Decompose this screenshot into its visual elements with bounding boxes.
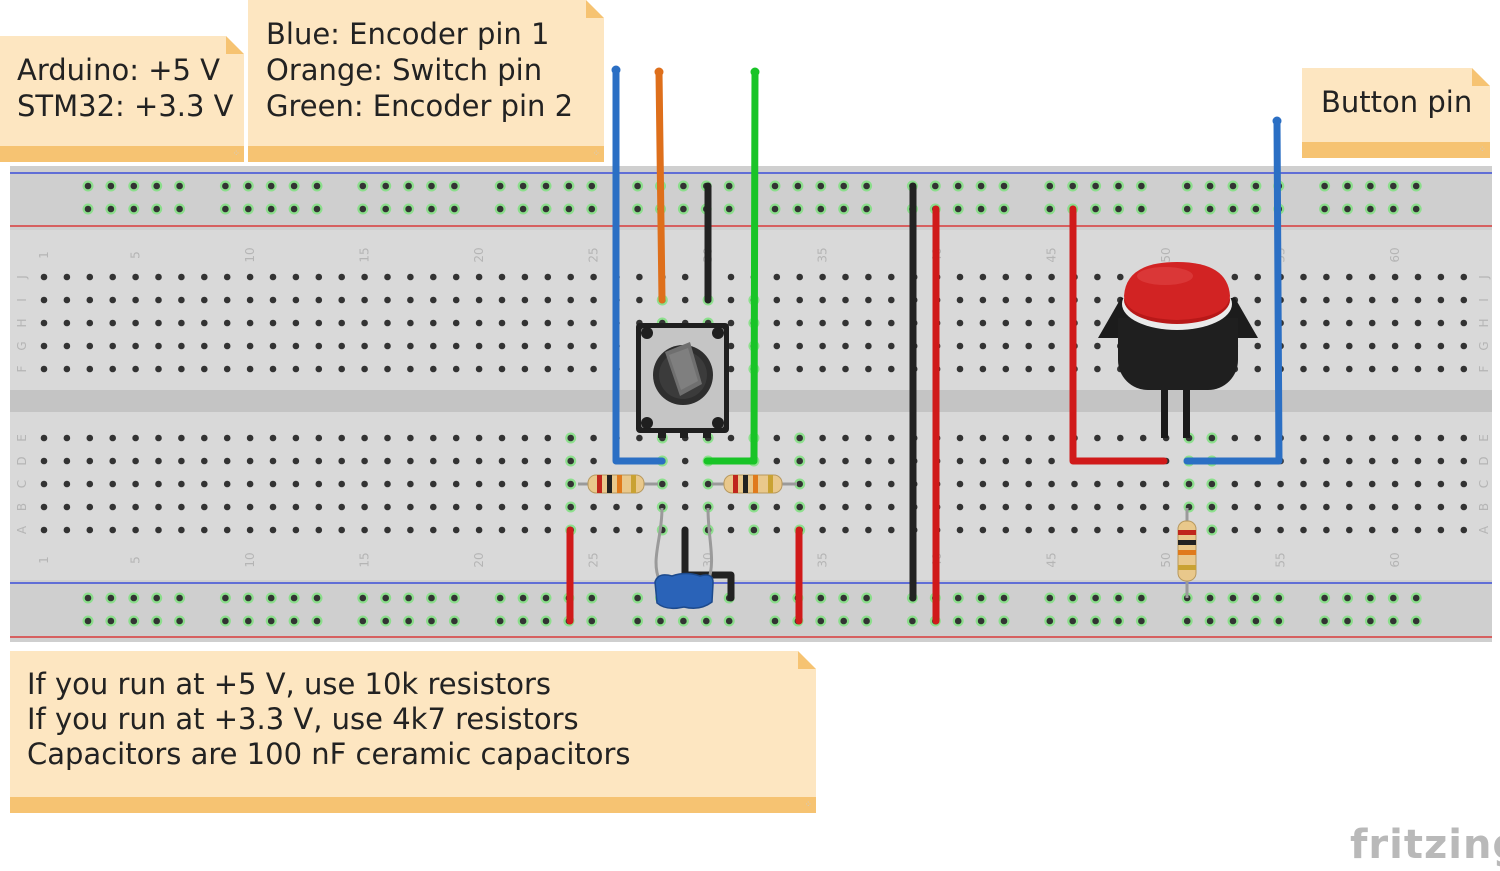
note-line-stm32: STM32: +3.3 V <box>17 89 234 123</box>
note-line-capacitors: Capacitors are 100 nF ceramic capacitors <box>27 737 631 771</box>
green-wire-encoder-pin-2 <box>703 68 759 465</box>
column-number-label: 5 <box>129 251 143 259</box>
note-bar <box>1302 142 1490 158</box>
note-bar <box>0 146 244 162</box>
column-number-label: 10 <box>243 552 257 567</box>
row-letter-label: I <box>1477 298 1491 302</box>
row-letter-label: G <box>15 341 29 350</box>
row-letter-label: D <box>1477 456 1491 465</box>
resize-grip-icon: ⁘ <box>804 800 811 810</box>
bottom-power-rail <box>10 580 1492 642</box>
column-number-label: 50 <box>1159 552 1173 567</box>
row-letter-label: B <box>15 503 29 511</box>
power-voltage-note: Arduino: +5 V STM32: +3.3 V ⁘ <box>0 36 244 162</box>
note-bar <box>10 797 816 813</box>
column-number-label: 45 <box>1045 247 1059 262</box>
note-fold-corner <box>798 651 816 669</box>
resize-grip-icon: ⁘ <box>592 149 599 159</box>
rotary-encoder <box>636 323 729 438</box>
button-pin-note: Button pin ⁘ <box>1302 68 1490 158</box>
row-letter-label: H <box>1477 318 1491 327</box>
column-number-label: 15 <box>358 552 372 567</box>
row-letter-label: F <box>1477 365 1491 372</box>
column-number-label: 50 <box>1159 247 1173 262</box>
row-letter-label: E <box>15 434 29 442</box>
resize-grip-icon: ⁘ <box>1478 145 1485 155</box>
column-number-label: 25 <box>587 552 601 567</box>
top-power-rail <box>10 166 1492 230</box>
resistor-right <box>712 474 797 494</box>
column-number-label: 55 <box>1274 552 1288 567</box>
column-number-label: 35 <box>816 552 830 567</box>
column-number-label: 10 <box>243 247 257 262</box>
row-letter-label: C <box>1477 480 1491 488</box>
note-fold-corner <box>226 36 244 54</box>
row-letter-label: J <box>15 275 29 280</box>
row-letter-label: I <box>15 298 29 302</box>
wires <box>566 66 1283 625</box>
column-number-label: 20 <box>472 247 486 262</box>
blue-wire-button-pin <box>1183 117 1283 465</box>
row-letter-label: B <box>1477 503 1491 511</box>
resistor-left <box>578 474 658 494</box>
column-number-label: 25 <box>587 247 601 262</box>
breadboard-holes <box>40 180 1468 627</box>
column-number-label: 60 <box>1388 247 1402 262</box>
capacitor-encoder <box>654 507 714 610</box>
row-letter-label: E <box>1477 434 1491 442</box>
resistor-capacitor-note: If you run at +5 V, use 10k resistors If… <box>10 651 816 813</box>
note-bar <box>248 146 604 162</box>
column-number-label: 60 <box>1388 552 1402 567</box>
note-line-5v: If you run at +5 V, use 10k resistors <box>27 667 551 701</box>
column-number-label: 35 <box>816 247 830 262</box>
column-number-label: 1 <box>37 556 51 564</box>
note-line-button-pin: Button pin <box>1321 85 1473 119</box>
row-letter-label: F <box>15 365 29 372</box>
row-letter-label: A <box>1477 525 1491 534</box>
row-letter-label: A <box>15 525 29 534</box>
row-letter-label: J <box>1477 275 1491 280</box>
row-letter-label: D <box>15 456 29 465</box>
legend-line-orange: Orange: Switch pin <box>266 53 543 87</box>
row-letter-label: G <box>1477 341 1491 350</box>
legend-line-green: Green: Encoder pin 2 <box>266 89 574 123</box>
blue-wire-encoder-pin-1 <box>612 66 666 465</box>
fritzing-logo: fritzing <box>1350 822 1500 868</box>
column-number-label: 45 <box>1045 552 1059 567</box>
red-wire-button-power <box>1069 205 1168 465</box>
wire-ends <box>611 65 1282 126</box>
note-fold-corner <box>586 0 604 18</box>
note-line-3v3: If you run at +3.3 V, use 4k7 resistors <box>27 702 579 736</box>
row-letter-label: C <box>15 480 29 488</box>
note-fold-corner <box>1472 68 1490 86</box>
column-number-label: 1 <box>37 251 51 259</box>
column-number-label: 20 <box>472 552 486 567</box>
column-number-label: 5 <box>129 556 143 564</box>
resistor-button-pulldown <box>1177 508 1197 598</box>
column-number-label: 15 <box>358 247 372 262</box>
orange-wire-switch-pin <box>655 68 666 304</box>
breadboard-labels: 1155101015152020252530303535404045455050… <box>15 247 1491 567</box>
wire-color-legend-note: Blue: Encoder pin 1 Orange: Switch pin G… <box>248 0 604 162</box>
legend-line-blue: Blue: Encoder pin 1 <box>266 17 550 51</box>
push-button <box>1098 262 1258 438</box>
row-letter-label: H <box>15 318 29 327</box>
resize-grip-icon: ⁘ <box>232 149 239 159</box>
note-line-arduino: Arduino: +5 V <box>17 53 221 87</box>
